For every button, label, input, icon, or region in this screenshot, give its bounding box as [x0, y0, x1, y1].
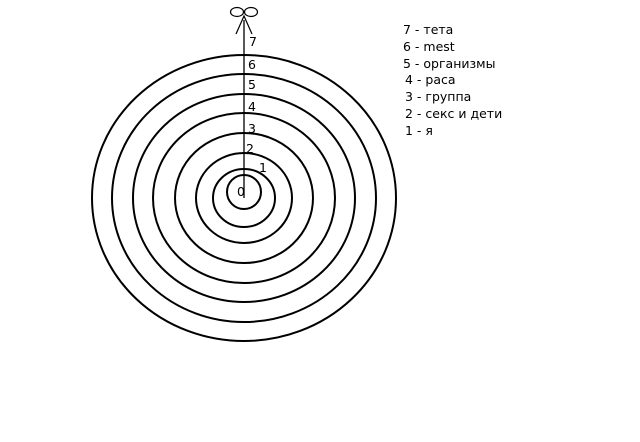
ring-number-6: 6 — [248, 57, 256, 72]
ring-number-2: 2 — [246, 141, 254, 156]
infinity-icon — [229, 6, 259, 35]
legend-item-3: 3 - группа — [405, 89, 471, 104]
ring-number-4: 4 — [248, 99, 256, 114]
ring-number-5: 5 — [248, 77, 256, 92]
legend-item-2: 2 - секс и дети — [405, 106, 502, 121]
ring-number-3: 3 — [248, 121, 256, 136]
ring-numbers: 0 1 2 3 4 5 6 7 — [237, 34, 267, 199]
legend: 7 - тета 6 - mest 5 - организмы 4 - раса… — [403, 22, 502, 138]
legend-item-6: 6 - mest — [403, 39, 455, 54]
legend-item-4: 4 - раса — [405, 72, 456, 87]
legend-item-5: 5 - организмы — [403, 56, 495, 71]
ring-number-1: 1 — [259, 160, 267, 175]
ring-number-0: 0 — [237, 184, 245, 199]
legend-item-7: 7 - тета — [403, 22, 453, 37]
legend-item-1: 1 - я — [405, 123, 433, 138]
ring-number-7: 7 — [249, 34, 257, 49]
